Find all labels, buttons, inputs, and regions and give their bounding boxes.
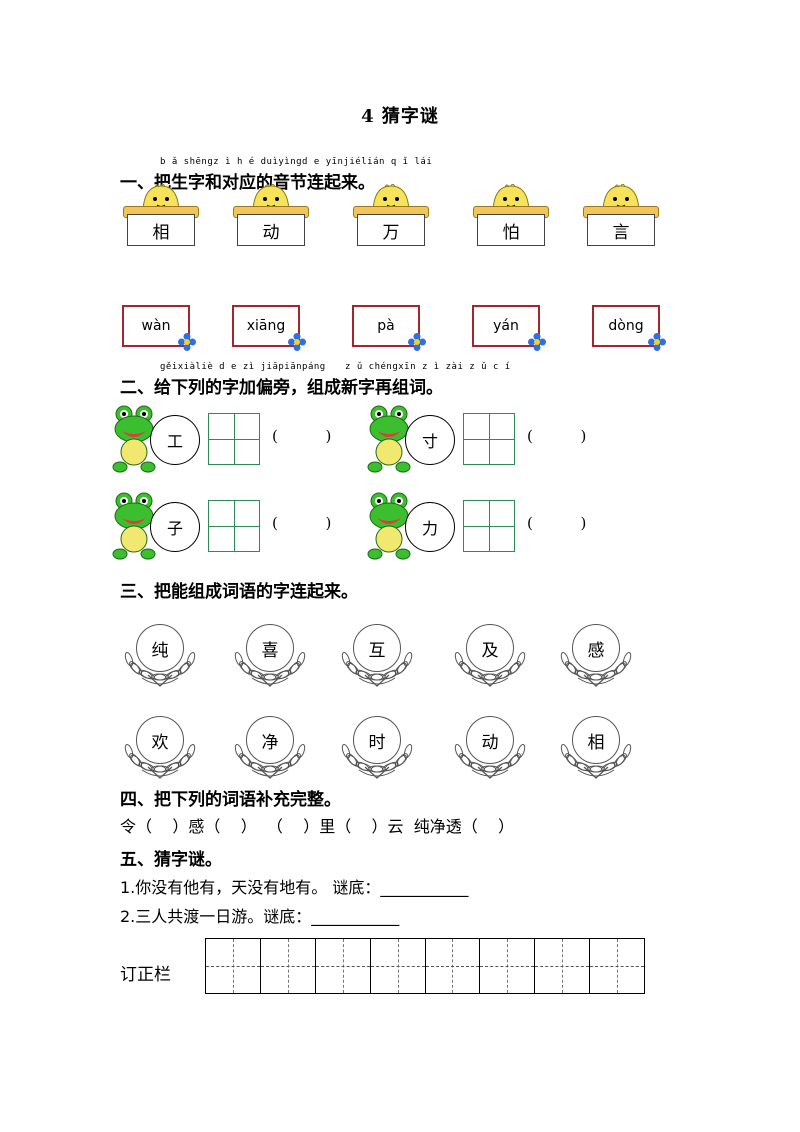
- writing-grid[interactable]: [208, 413, 260, 465]
- flower-icon: [288, 333, 306, 355]
- section2-heading: 二、给下列的字加偏旁，组成新字再组词。: [120, 378, 443, 398]
- wreath-card[interactable]: 相: [558, 712, 634, 782]
- word-character: 时: [353, 716, 401, 764]
- character-label: 动: [237, 214, 305, 246]
- wreath-card[interactable]: 欢: [122, 712, 198, 782]
- character-card[interactable]: 言: [583, 184, 659, 252]
- section5-heading: 五、猜字谜。: [120, 850, 222, 870]
- base-character: 寸: [405, 415, 455, 465]
- frog-icon: [367, 492, 411, 566]
- flower-icon: [528, 333, 546, 355]
- correction-cell[interactable]: [480, 939, 536, 993]
- section3-heading: 三、把能组成词语的字连起来。: [120, 582, 358, 602]
- syllable-box[interactable]: wàn: [122, 305, 190, 347]
- section2-pinyin-left: gěixiàliè d e zì jiāpiānpáng: [160, 362, 326, 372]
- correction-grid[interactable]: [205, 938, 645, 994]
- wreath-card[interactable]: 互: [339, 620, 415, 690]
- frog-icon: [112, 492, 156, 566]
- word-character: 喜: [246, 624, 294, 672]
- wreath-card[interactable]: 及: [452, 620, 528, 690]
- wreath-card[interactable]: 动: [452, 712, 528, 782]
- wreath-card[interactable]: 纯: [122, 620, 198, 690]
- flower-icon: [178, 333, 196, 355]
- word-character: 感: [572, 624, 620, 672]
- character-label: 言: [587, 214, 655, 246]
- answer-blank[interactable]: ( ): [527, 427, 587, 445]
- correction-cell[interactable]: [370, 939, 426, 993]
- character-card[interactable]: 动: [233, 184, 309, 252]
- riddle-1[interactable]: 1.你没有他有，天没有地有。 谜底：___________: [120, 878, 469, 897]
- flower-icon: [408, 333, 426, 355]
- correction-cell[interactable]: [535, 939, 591, 993]
- wreath-card[interactable]: 净: [232, 712, 308, 782]
- word-character: 及: [466, 624, 514, 672]
- wreath-card[interactable]: 感: [558, 620, 634, 690]
- word-character: 欢: [136, 716, 184, 764]
- base-character: 力: [405, 502, 455, 552]
- section4-heading: 四、把下列的词语补充完整。: [120, 790, 341, 810]
- writing-grid[interactable]: [463, 413, 515, 465]
- writing-grid[interactable]: [208, 500, 260, 552]
- answer-blank[interactable]: ( ): [272, 427, 332, 445]
- word-character: 互: [353, 624, 401, 672]
- frog-icon: [112, 405, 156, 479]
- correction-label: 订正栏: [120, 965, 171, 985]
- frog-icon: [367, 405, 411, 479]
- flower-icon: [648, 333, 666, 355]
- character-label: 相: [127, 214, 195, 246]
- character-card[interactable]: 万: [353, 184, 429, 252]
- character-card[interactable]: 怕: [473, 184, 549, 252]
- section1-pinyin: b ǎ shēngz ì h é duìyìngd e yīnjiélián q…: [160, 157, 433, 167]
- answer-blank[interactable]: ( ): [527, 514, 587, 532]
- correction-cell[interactable]: [315, 939, 371, 993]
- word-character: 纯: [136, 624, 184, 672]
- correction-cell[interactable]: [206, 939, 261, 993]
- wreath-card[interactable]: 喜: [232, 620, 308, 690]
- page-title: 4 猜字谜: [361, 106, 439, 127]
- answer-blank[interactable]: ( ): [272, 514, 332, 532]
- section1-heading: 一、把生字和对应的音节连起来。: [120, 173, 375, 193]
- riddle-2[interactable]: 2.三人共渡一日游。谜底：___________: [120, 907, 400, 926]
- writing-grid[interactable]: [463, 500, 515, 552]
- character-card[interactable]: 相: [123, 184, 199, 252]
- character-label: 万: [357, 214, 425, 246]
- word-character: 净: [246, 716, 294, 764]
- syllable-box[interactable]: pà: [352, 305, 420, 347]
- correction-cell[interactable]: [260, 939, 316, 993]
- character-label: 怕: [477, 214, 545, 246]
- word-character: 动: [466, 716, 514, 764]
- word-character: 相: [572, 716, 620, 764]
- base-character: 工: [150, 415, 200, 465]
- base-character: 子: [150, 502, 200, 552]
- correction-cell[interactable]: [425, 939, 481, 993]
- correction-cell[interactable]: [590, 939, 644, 993]
- wreath-card[interactable]: 时: [339, 712, 415, 782]
- fill-in-line[interactable]: 令（ ）感（ ） （ ）里（ ）云 纯净透（ ）: [120, 817, 515, 836]
- section2-pinyin-right: z ǔ chéngxīn z ì zài z ǔ c í: [345, 362, 511, 372]
